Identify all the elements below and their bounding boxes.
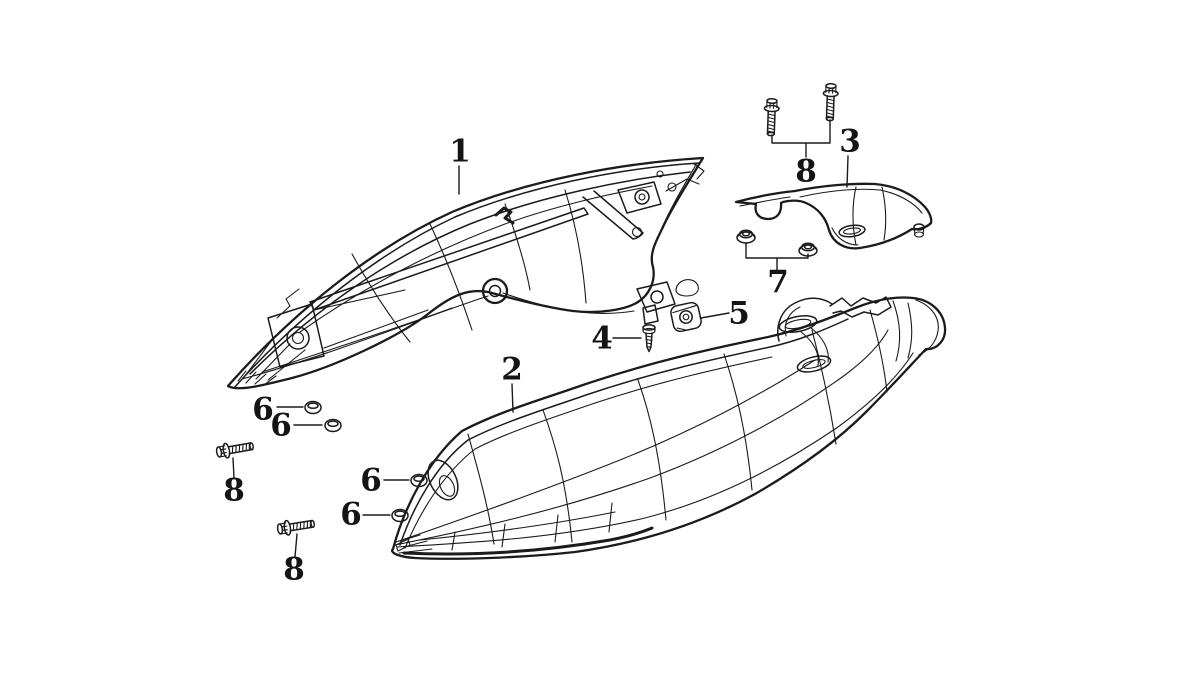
- callout-6d: 6: [340, 496, 362, 533]
- clip-nut-drawing: [670, 301, 702, 333]
- mount-slots: [778, 315, 832, 373]
- leader-lines: [232, 119, 849, 558]
- callout-2: 2: [501, 351, 523, 388]
- front-mount-hole: [267, 289, 429, 368]
- grommet-drawing-4: [391, 508, 409, 523]
- upper-clip-tab: [494, 206, 515, 225]
- callout-4: 4: [591, 320, 613, 357]
- bolt-drawing-bottom-left-2: [275, 515, 317, 538]
- callout-5: 5: [728, 295, 750, 332]
- bolt-drawing-top-right: [821, 82, 840, 122]
- callout-8b: 8: [223, 472, 245, 509]
- right-side-cover-drawing: [391, 296, 947, 560]
- rear-center-cover-drawing: [734, 182, 933, 250]
- latch-hook: [777, 296, 892, 367]
- callout-3: 3: [839, 123, 861, 160]
- callout-7: 7: [767, 264, 789, 301]
- callout-8c: 8: [283, 551, 305, 588]
- rear-bracket: [582, 163, 705, 240]
- bolt-drawing-top-left: [762, 97, 781, 137]
- bolt-drawing-bottom-left-1: [214, 438, 256, 461]
- callout-6c: 6: [360, 462, 382, 499]
- screw-bracket: [636, 279, 699, 325]
- rubber-peg: [913, 223, 925, 238]
- callout-8a: 8: [795, 153, 817, 190]
- callout-1: 1: [449, 133, 471, 170]
- callout-6a: 6: [252, 391, 274, 428]
- grommet-drawing-2: [324, 418, 342, 433]
- screw-drawing: [642, 324, 656, 353]
- nut-drawing-left: [736, 229, 756, 244]
- front-blister: [427, 459, 459, 501]
- center-boss: [481, 277, 635, 314]
- callout-6b: 6: [270, 407, 292, 444]
- left-side-cover-drawing: [226, 156, 705, 390]
- grommet-drawing-1: [304, 400, 322, 415]
